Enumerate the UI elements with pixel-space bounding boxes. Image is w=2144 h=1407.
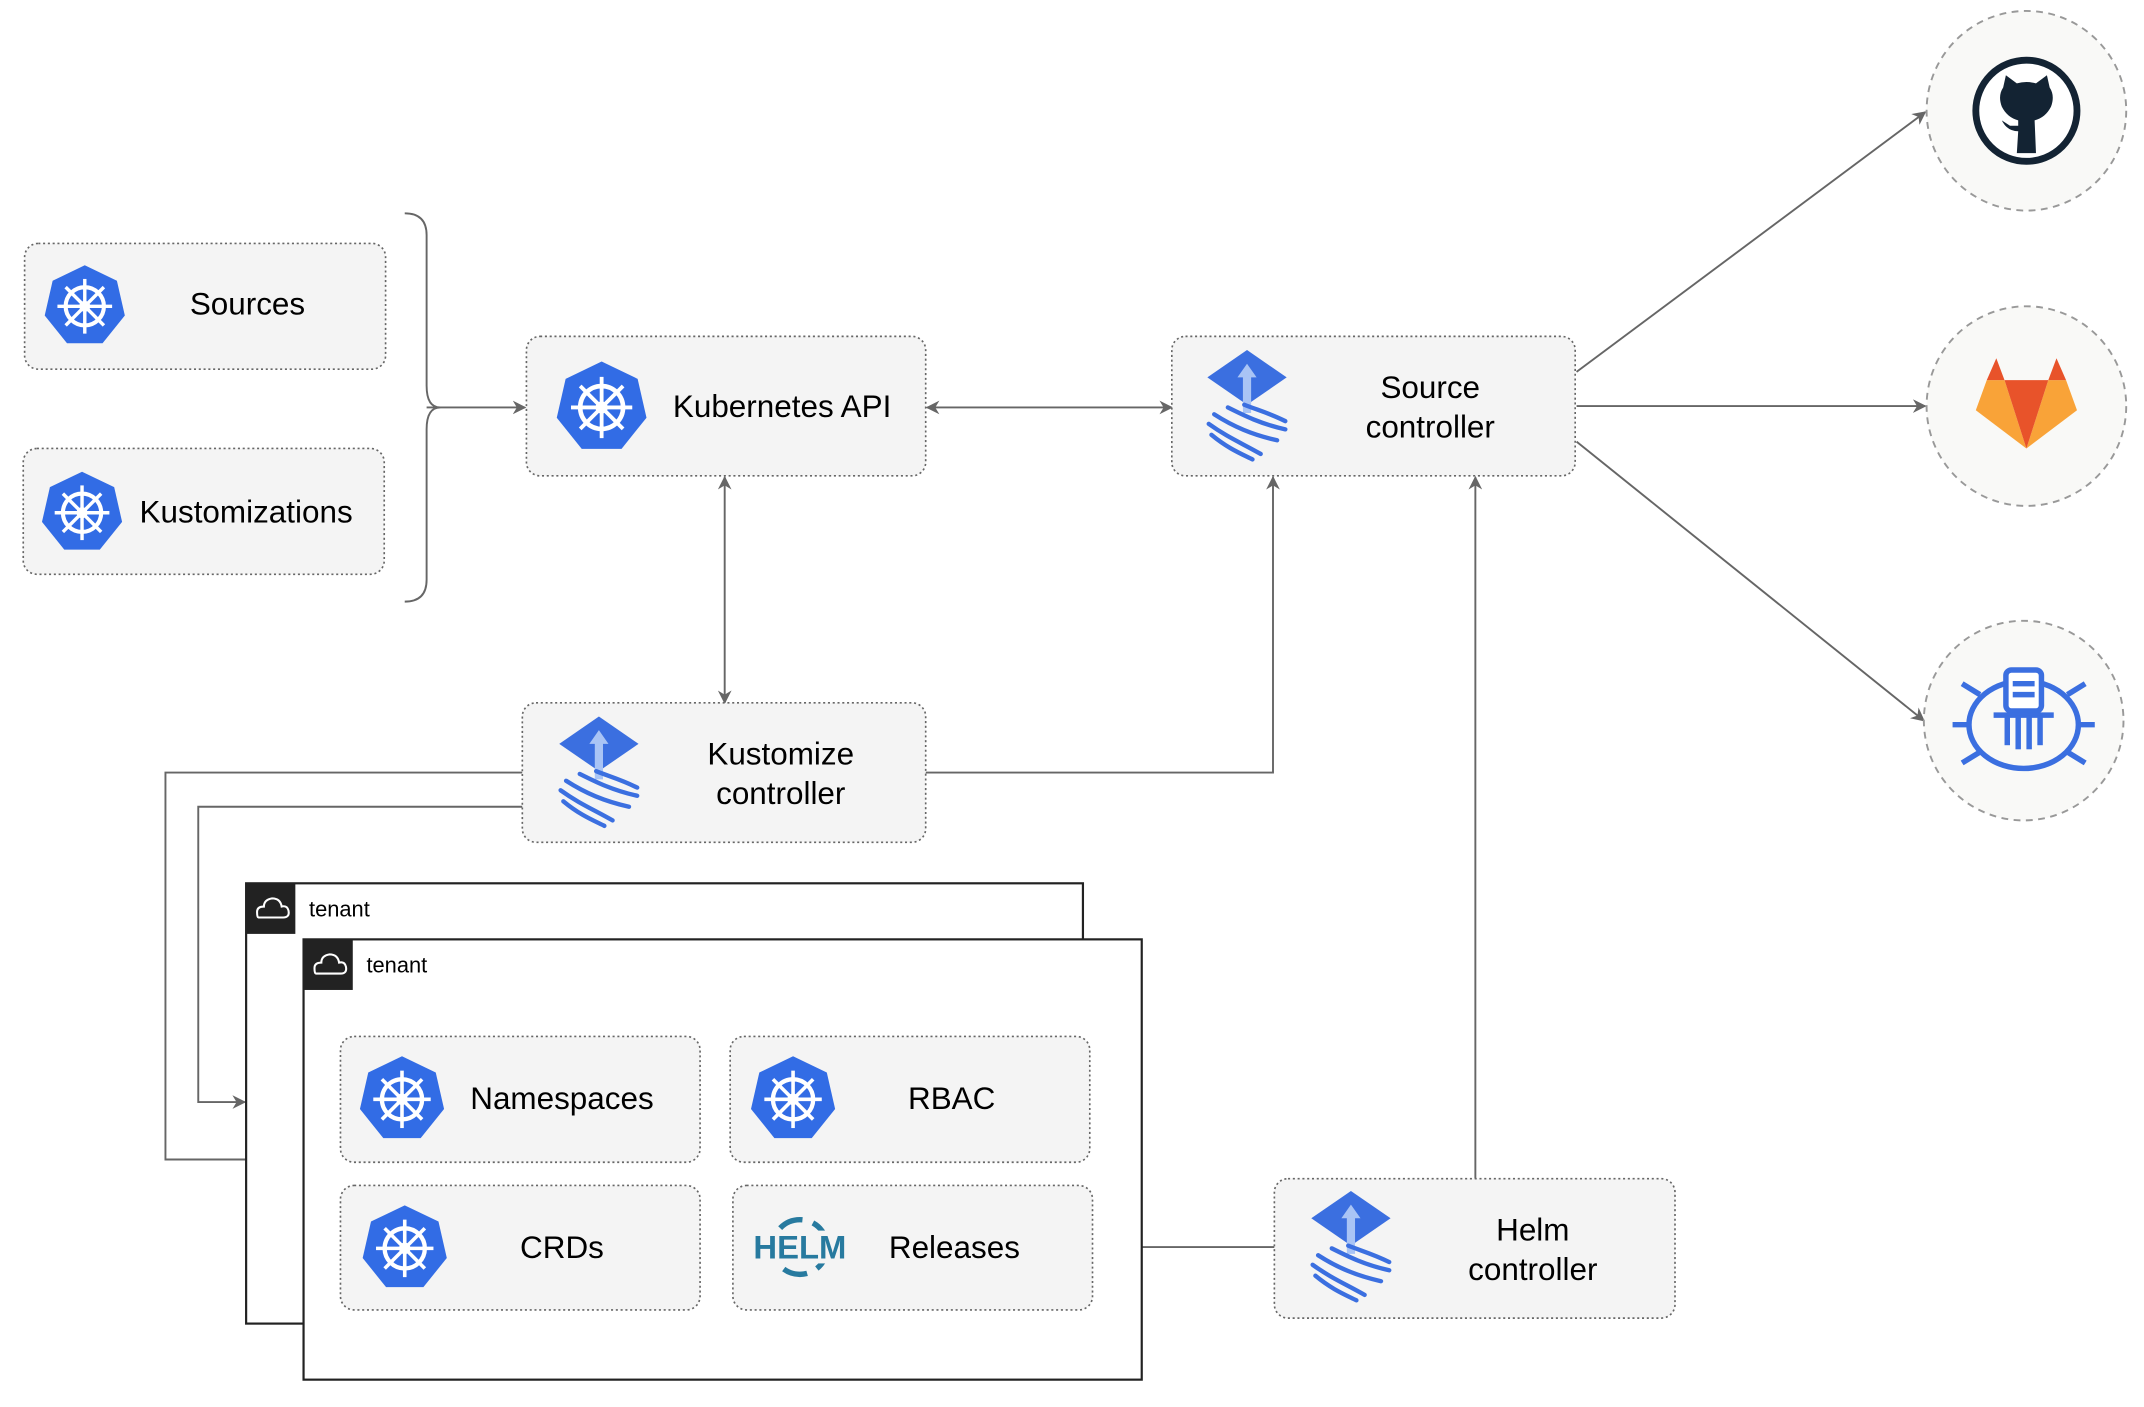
node-source-controller[interactable]: Source controller	[1170, 335, 1577, 477]
node-label: Namespaces	[470, 1081, 653, 1116]
edge-kustomize-to-tenant-front	[164, 771, 523, 1167]
node-label-line2: controller	[1366, 410, 1495, 445]
node-label-line1: Source	[1380, 370, 1480, 405]
node-label: Releases	[889, 1230, 1020, 1265]
node-label-line2: controller	[1468, 1252, 1597, 1287]
node-rbac[interactable]: RBAC	[729, 1035, 1091, 1164]
tenant-front: tenant Namespaces RBAC CRDs HELM Release…	[302, 938, 1143, 1381]
bucket-icon	[1952, 667, 2095, 772]
tenant-label: tenant	[309, 896, 370, 921]
gitlab-source[interactable]	[1925, 305, 2128, 507]
edge-kustomize-to-source	[925, 475, 1280, 774]
node-kustomize-controller[interactable]: Kustomize controller	[521, 701, 927, 844]
edge-kustomize-to-tenant-back	[197, 805, 523, 1109]
node-label: Sources	[190, 287, 305, 322]
edge-source-to-github	[1575, 111, 1927, 373]
node-namespaces[interactable]: Namespaces	[339, 1035, 701, 1164]
node-kustomizations[interactable]: Kustomizations	[22, 447, 386, 576]
node-helm-controller[interactable]: Helm controller	[1273, 1177, 1676, 1319]
node-releases[interactable]: HELM Releases	[732, 1184, 1094, 1311]
helm-logo-text: HELM	[753, 1228, 846, 1265]
node-label-line2: controller	[716, 776, 845, 811]
tenant-label: tenant	[366, 952, 427, 977]
node-label: CRDs	[520, 1230, 604, 1265]
node-label: Kustomizations	[140, 494, 353, 529]
node-label-line1: Kustomize	[707, 736, 854, 771]
node-label-line1: Helm	[1496, 1212, 1569, 1247]
github-source[interactable]	[1925, 9, 2128, 212]
helm-icon: HELM	[749, 1216, 851, 1278]
gitlab-icon	[1975, 358, 2077, 449]
node-label: RBAC	[908, 1081, 995, 1116]
edge-source-to-bucket	[1575, 440, 1925, 722]
node-label: Kubernetes API	[673, 389, 891, 424]
cloud-icon	[256, 897, 290, 919]
node-crds[interactable]: CRDs	[339, 1184, 701, 1311]
cloud-icon	[313, 953, 348, 975]
node-kubernetes-api[interactable]: Kubernetes API	[525, 335, 927, 477]
bucket-source[interactable]	[1922, 619, 2125, 822]
github-icon	[1972, 56, 2081, 165]
node-sources[interactable]: Sources	[23, 242, 387, 371]
